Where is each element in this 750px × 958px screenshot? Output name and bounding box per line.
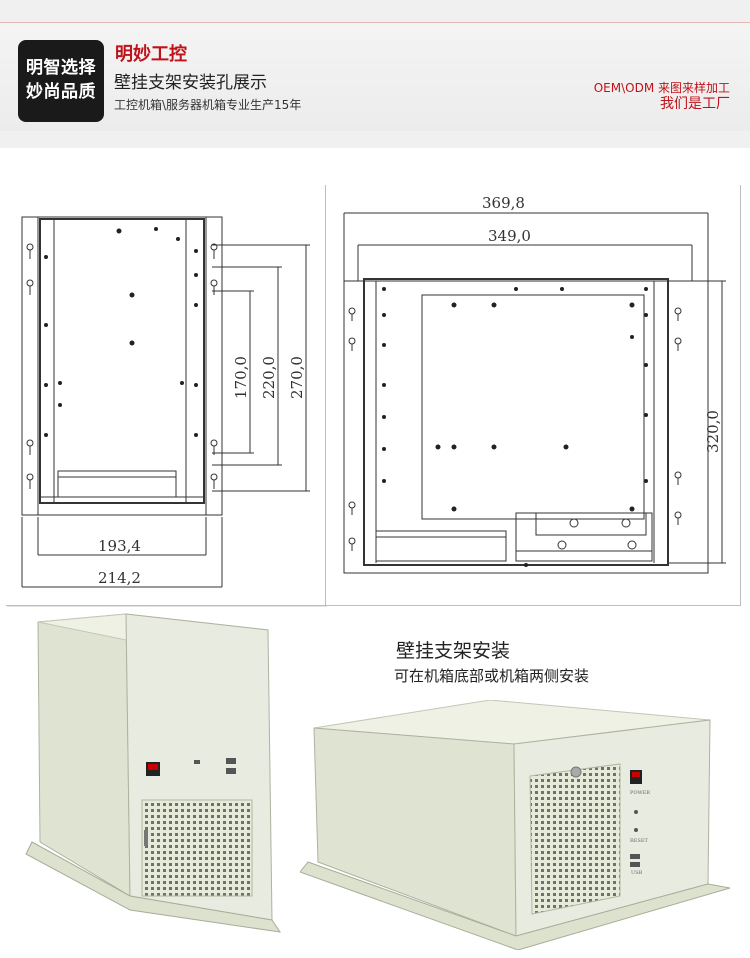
dim-label-outer-width: 214,2 <box>98 569 141 587</box>
front-view-drawing: 369,8 349,0 320,0 <box>343 194 726 574</box>
oem-line-2: 我们是工厂 <box>660 96 730 112</box>
slogan-badge: 明智选择 妙尚品质 <box>18 40 104 122</box>
oem-line-1: OEM\ODM 来图来样加工 <box>593 81 730 95</box>
tower-chassis-photo <box>18 610 288 944</box>
keyhole-slots-left <box>26 243 34 489</box>
usb-port-1 <box>630 854 640 859</box>
front-bracket-frame <box>343 280 709 574</box>
install-title: 壁挂支架安装 <box>396 640 511 662</box>
front-chassis-body <box>363 278 669 566</box>
page-subtitle: 壁挂支架安装孔展示 <box>114 73 267 93</box>
tower-wall-bracket <box>25 841 282 933</box>
dim-label-front-outer: 369,8 <box>482 194 525 212</box>
dim-label-inner-width: 193,4 <box>98 537 141 555</box>
usb-port-2 <box>630 862 640 867</box>
keyhole-slots-front-left <box>348 307 356 551</box>
side-view-drawing-panel: 193,4 214,2 170,0 220,0 270,0 <box>6 185 326 606</box>
dim-label-h1: 170,0 <box>232 356 250 399</box>
header-divider <box>0 22 750 23</box>
side-chassis-body <box>39 218 205 504</box>
dim-label-h2: 220,0 <box>260 356 278 399</box>
mounting-holes-side <box>44 227 198 437</box>
wallmount-vent-door <box>529 763 621 915</box>
oem-notice: OEM\ODM 来图来样加工 我们是工厂 <box>594 80 730 112</box>
dim-label-h3: 270,0 <box>288 356 306 399</box>
brand-name: 明妙工控 <box>115 44 187 65</box>
side-outer-frame <box>21 216 223 516</box>
reset-label: RESET <box>630 838 648 844</box>
header-band <box>0 23 750 131</box>
dim-label-front-height: 320,0 <box>704 410 722 453</box>
power-label: POWER <box>630 790 650 796</box>
usb-label: USB <box>631 870 643 876</box>
company-tagline: 工控机箱\服务器机箱专业生产15年 <box>114 98 302 112</box>
tower-front-door <box>141 799 253 897</box>
dim-label-front-inner: 349,0 <box>488 227 531 245</box>
front-view-drawing-panel: 369,8 349,0 320,0 <box>325 185 741 606</box>
badge-line-2: 妙尚品质 <box>26 82 96 102</box>
keyhole-slots-right <box>210 243 218 489</box>
mounting-holes-front <box>382 287 648 567</box>
wallmount-chassis-photo: POWER RESET USB <box>299 699 750 954</box>
header-banner: 明智选择 妙尚品质 明妙工控 壁挂支架安装孔展示 工控机箱\服务器机箱专业生产1… <box>0 0 750 148</box>
wallmount-bracket <box>299 861 731 951</box>
side-view-drawing: 193,4 214,2 170,0 220,0 270,0 <box>21 216 310 588</box>
install-description: 可在机箱底部或机箱两侧安装 <box>394 667 590 685</box>
badge-line-1: 明智选择 <box>26 58 96 78</box>
motherboard-plate <box>421 294 645 520</box>
keyhole-slots-front-right <box>674 307 682 525</box>
